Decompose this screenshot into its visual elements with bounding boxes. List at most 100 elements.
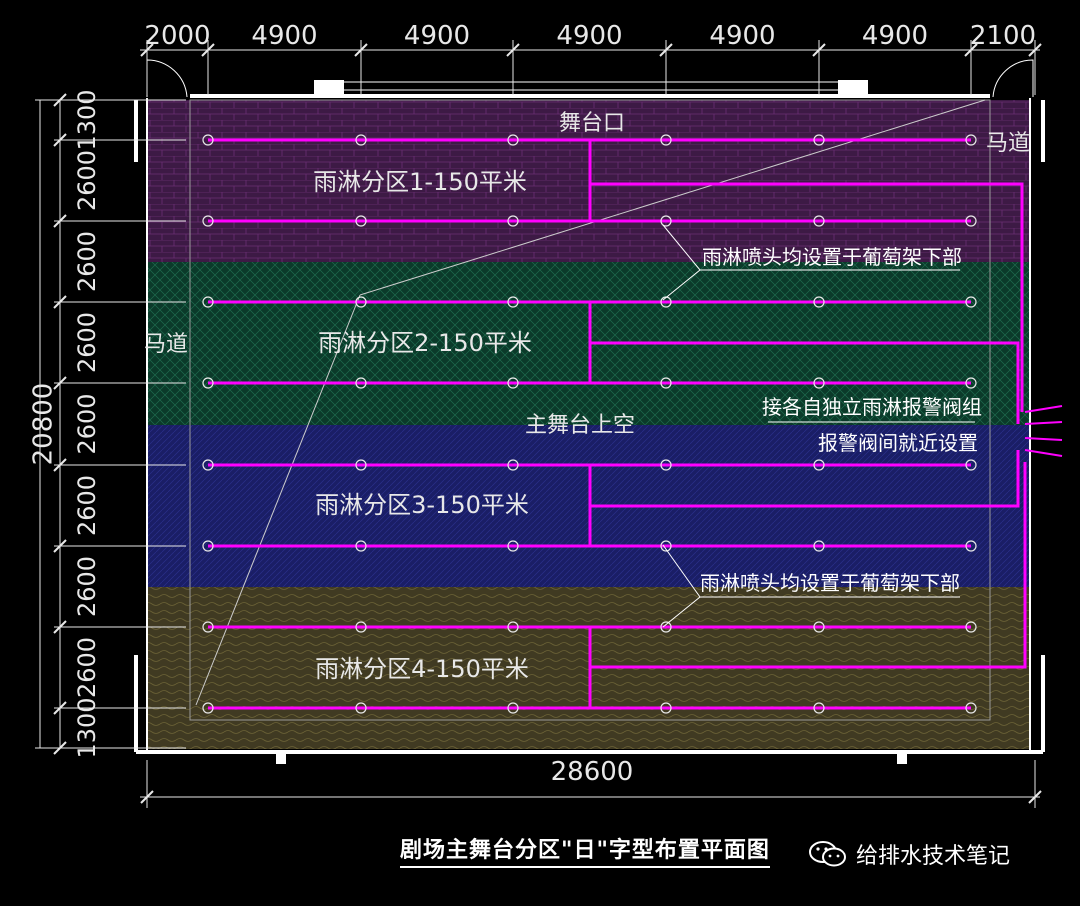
sprinkler-head: [813, 540, 825, 552]
top-dimension-value: 4900: [709, 21, 775, 51]
zone-main-pipe: [588, 450, 1020, 546]
total-height-label: 20800: [29, 383, 59, 466]
sprinkler-head: [202, 296, 214, 308]
column: [838, 80, 868, 98]
sprinkler-head: [965, 621, 977, 633]
zone2-label: 雨淋分区2-150平米: [318, 329, 532, 357]
sprinkler-head: [202, 459, 214, 471]
sprinkler-head: [507, 134, 519, 146]
valve-note-line2: 报警阀间就近设置: [818, 431, 978, 455]
sprinkler-head: [813, 459, 825, 471]
main-stage-label: 主舞台上空: [525, 413, 635, 438]
zone3-label: 雨淋分区3-150平米: [315, 491, 529, 519]
sprinkler-head: [813, 296, 825, 308]
sprinkler-heads: [202, 134, 977, 714]
sprinkler-head: [660, 377, 672, 389]
column: [276, 750, 286, 764]
sprinkler-head: [965, 377, 977, 389]
sprinkler-head: [202, 702, 214, 714]
watermark-text: 给排水技术笔记: [856, 844, 1011, 869]
sprinkler-head: [660, 621, 672, 633]
sprinkler-head: [355, 540, 367, 552]
door-arc: [146, 59, 188, 98]
sprinkler-head: [965, 459, 977, 471]
door-arc: [992, 59, 1034, 98]
sprinkler-head: [660, 215, 672, 227]
left-dimension-value: 1300: [73, 697, 101, 758]
sprinkler-head: [202, 540, 214, 552]
sprinkler-head: [813, 377, 825, 389]
sprinkler-head: [202, 377, 214, 389]
diagonal-line: [195, 294, 361, 706]
left-dimension: [35, 93, 186, 755]
sprinkler-head: [813, 621, 825, 633]
note-upper: 雨淋喷头均设置于葡萄架下部: [702, 245, 962, 269]
sprinkler-head: [202, 215, 214, 227]
sprinkler-head: [507, 540, 519, 552]
top-dimension-value: 2100: [970, 21, 1036, 51]
stage-opening-label: 舞台口: [559, 111, 625, 136]
inner-boundary: [189, 99, 991, 721]
valve-outlets: [1024, 405, 1063, 457]
top-dimension-value: 4900: [251, 21, 317, 51]
sprinkler-head: [355, 134, 367, 146]
zone-main-pipe: [588, 462, 1027, 708]
valve-note-line1: 接各自独立雨淋报警阀组: [762, 395, 982, 419]
drawing-title: 剧场主舞台分区"日"字型布置平面图: [400, 832, 770, 868]
sprinkler-head: [507, 377, 519, 389]
diagonal-line: [359, 99, 986, 296]
total-width-label: 28600: [551, 757, 634, 787]
sprinkler-head: [507, 215, 519, 227]
note-lower: 雨淋喷头均设置于葡萄架下部: [700, 571, 960, 595]
sprinkler-head: [965, 702, 977, 714]
zone4-label: 雨淋分区4-150平米: [315, 655, 529, 683]
sprinkler-head: [965, 215, 977, 227]
top-dimension-value: 4900: [862, 21, 928, 51]
sprinkler-head: [813, 134, 825, 146]
bottom-dimension: [140, 760, 1042, 808]
wechat-icon: [809, 841, 846, 867]
left-dimension-value: 2600: [73, 231, 101, 292]
sprinkler-head: [965, 540, 977, 552]
zone-main-pipe: [588, 302, 1020, 424]
column: [314, 80, 344, 98]
sprinkler-head: [660, 134, 672, 146]
sprinkler-head: [507, 296, 519, 308]
sprinkler-head: [507, 621, 519, 633]
sprinkler-head: [355, 621, 367, 633]
left-dimension-value: 2600: [73, 556, 101, 617]
left-dimension-value: 1300: [73, 89, 101, 150]
top-dimension-value: 4900: [556, 21, 622, 51]
sprinkler-head: [202, 621, 214, 633]
left-dimension-value: 2600: [73, 312, 101, 373]
sprinkler-head: [660, 540, 672, 552]
sprinkler-head: [355, 296, 367, 308]
sprinkler-head: [202, 134, 214, 146]
sprinkler-head: [813, 702, 825, 714]
sprinkler-head: [507, 459, 519, 471]
sprinkler-head: [507, 702, 519, 714]
left-dimension-value: 2600: [73, 637, 101, 698]
column: [897, 750, 907, 764]
note-leaders: [662, 224, 975, 628]
zone1-label: 雨淋分区1-150平米: [313, 168, 527, 196]
sprinkler-head: [965, 296, 977, 308]
catwalk-left-label: 马道: [144, 332, 188, 357]
top-dimension: [140, 40, 1042, 95]
sprinkler-head: [965, 134, 977, 146]
sprinkler-head: [355, 215, 367, 227]
sprinkler-head: [355, 377, 367, 389]
left-dimension-value: 2600: [73, 393, 101, 454]
sprinkler-head: [660, 459, 672, 471]
watermark: 给排水技术笔记: [808, 838, 1010, 870]
left-dimension-value: 2600: [73, 475, 101, 536]
zone-main-pipe: [588, 140, 1024, 412]
top-dimension-value: 2000: [144, 21, 210, 51]
catwalk-right-label: 马道: [986, 131, 1030, 156]
sprinkler-head: [660, 702, 672, 714]
sprinkler-head: [355, 702, 367, 714]
top-dimension-value: 4900: [404, 21, 470, 51]
sprinkler-head: [355, 459, 367, 471]
sprinkler-pipes: [208, 138, 1027, 710]
